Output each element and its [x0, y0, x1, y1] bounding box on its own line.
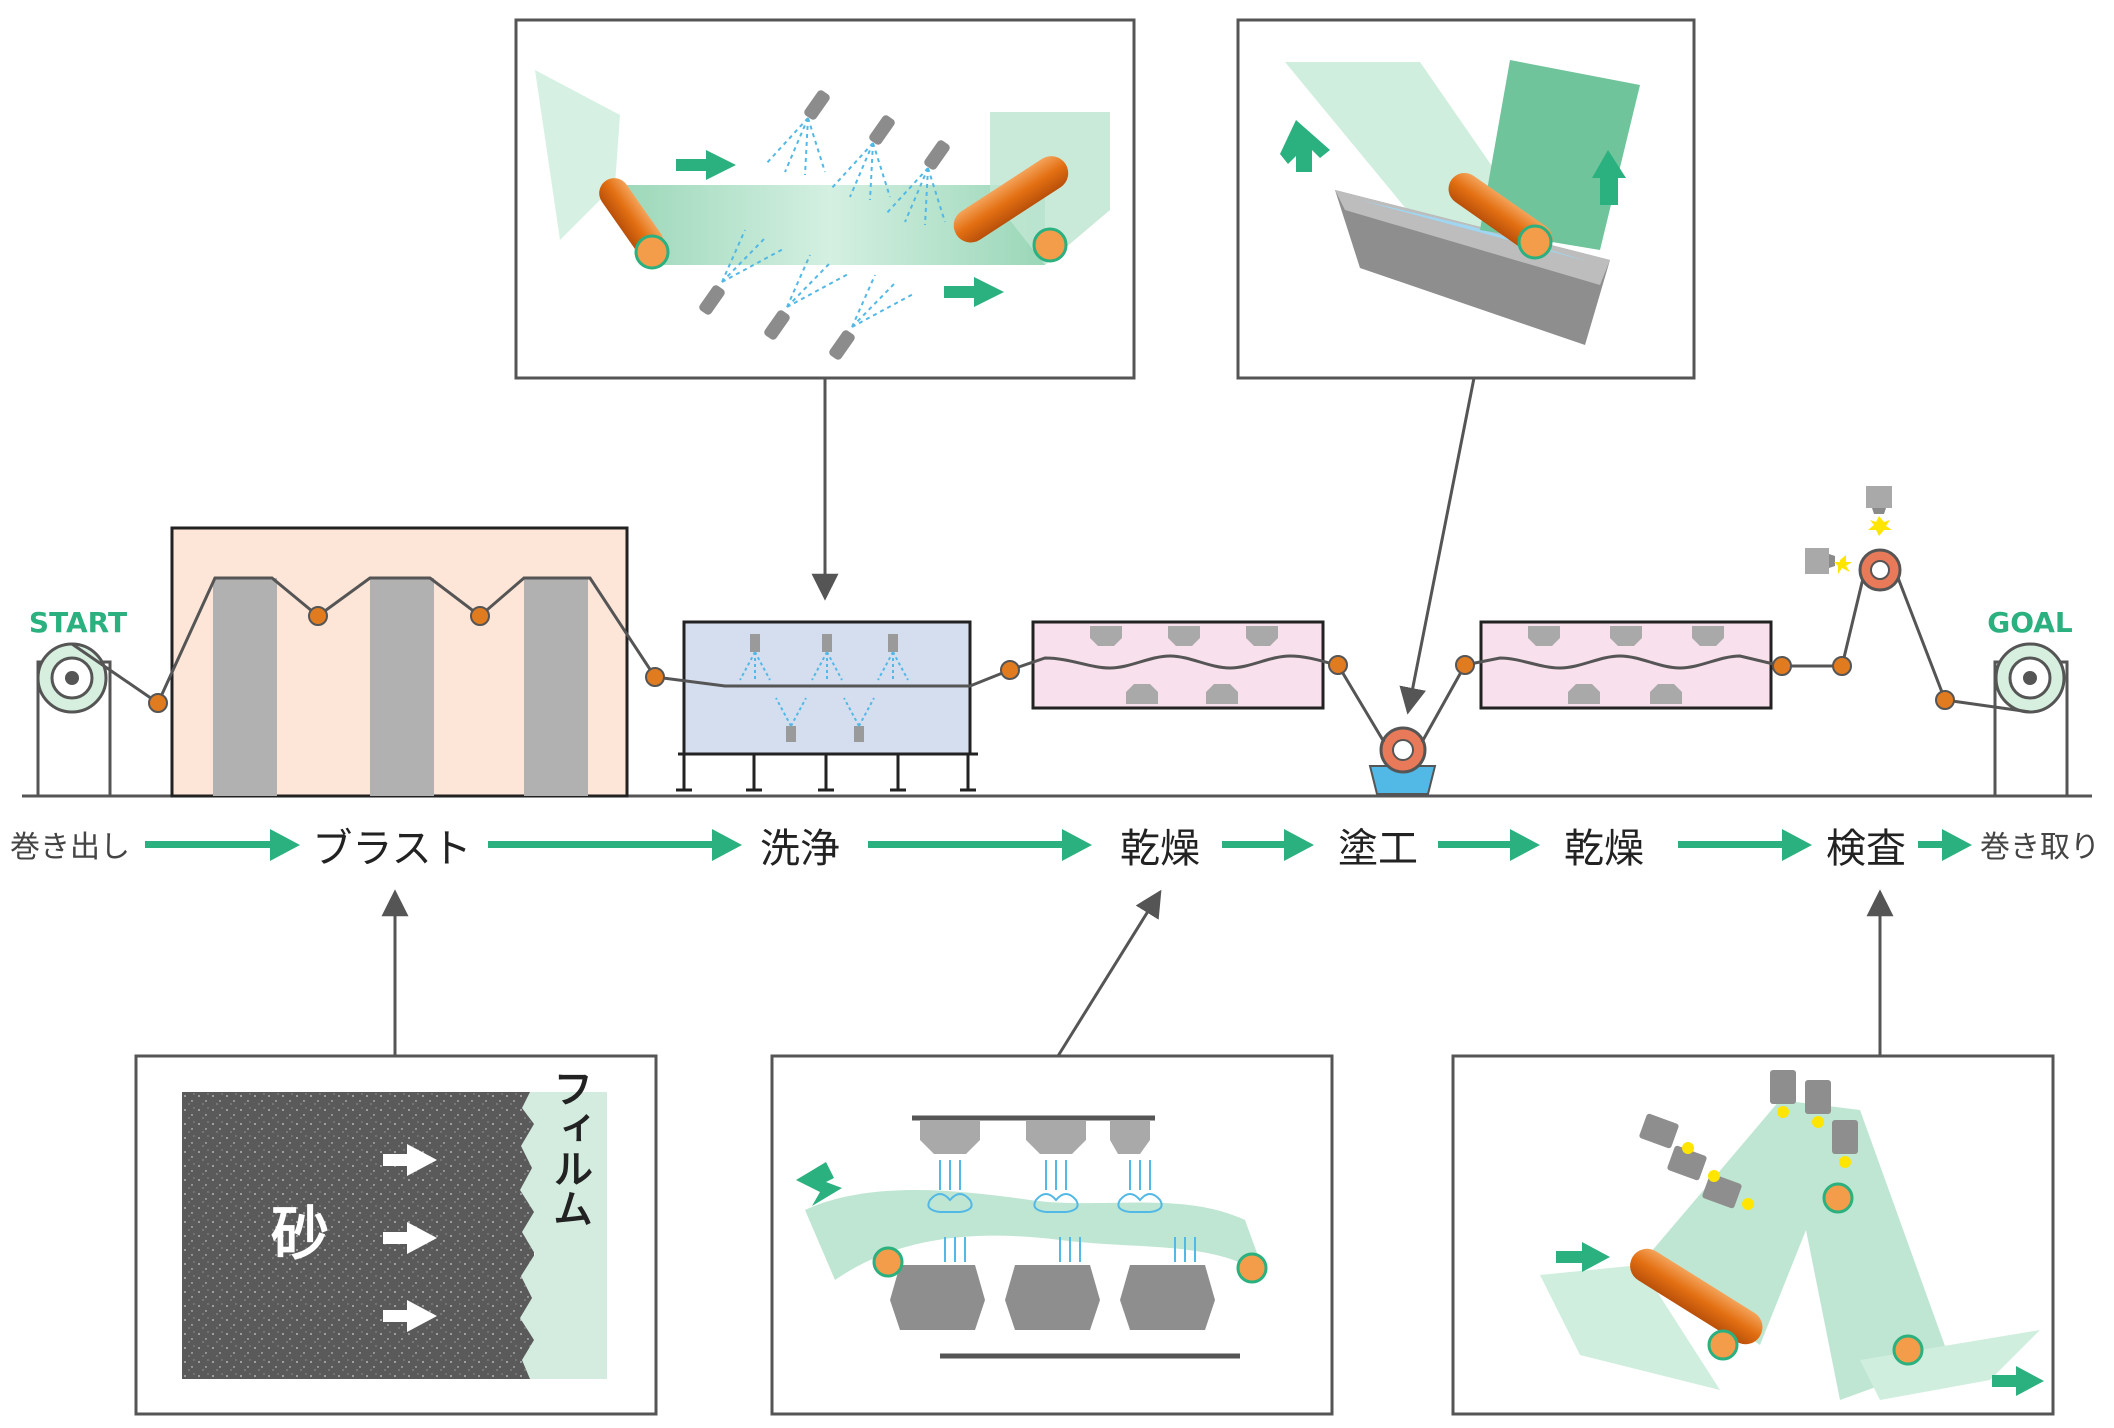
goal-label: GOAL — [1987, 606, 2073, 639]
unwind-roll — [36, 642, 112, 798]
blast-arrows — [383, 1144, 437, 1332]
label-inspect: 検査 — [1826, 826, 1906, 872]
label-blast: ブラスト — [312, 826, 471, 872]
label-dry-2: 乾燥 — [1564, 826, 1644, 872]
rollers — [148, 606, 1955, 713]
process-arrows — [145, 829, 1972, 861]
label-unwind: 巻き出し — [10, 830, 130, 865]
detail-coat — [1236, 18, 1696, 380]
rewind-roll — [1993, 642, 2069, 798]
dry-chamber-2 — [1479, 620, 1773, 710]
film-area — [520, 1092, 607, 1379]
callout-connectors — [381, 377, 1894, 1057]
detail-blast: 砂 フィルム — [134, 1054, 658, 1416]
detail-dry — [770, 1054, 1334, 1416]
blast-chamber — [170, 526, 629, 798]
sand-area — [182, 1092, 534, 1379]
film-label: フィルム — [546, 1068, 592, 1228]
dry-chamber-1 — [1031, 620, 1325, 710]
label-coat: 塗工 — [1338, 826, 1418, 872]
coating-tray — [1368, 726, 1437, 795]
label-dry-1: 乾燥 — [1120, 826, 1200, 872]
detail-inspect — [1451, 1054, 2055, 1416]
inspection-unit — [1805, 486, 1902, 592]
label-rewind: 巻き取り — [1980, 830, 2100, 865]
label-wash: 洗浄 — [760, 826, 840, 872]
sand-label: 砂 — [271, 1200, 329, 1268]
start-label: START — [29, 606, 127, 639]
wash-chamber — [676, 620, 978, 792]
detail-wash — [514, 18, 1136, 380]
